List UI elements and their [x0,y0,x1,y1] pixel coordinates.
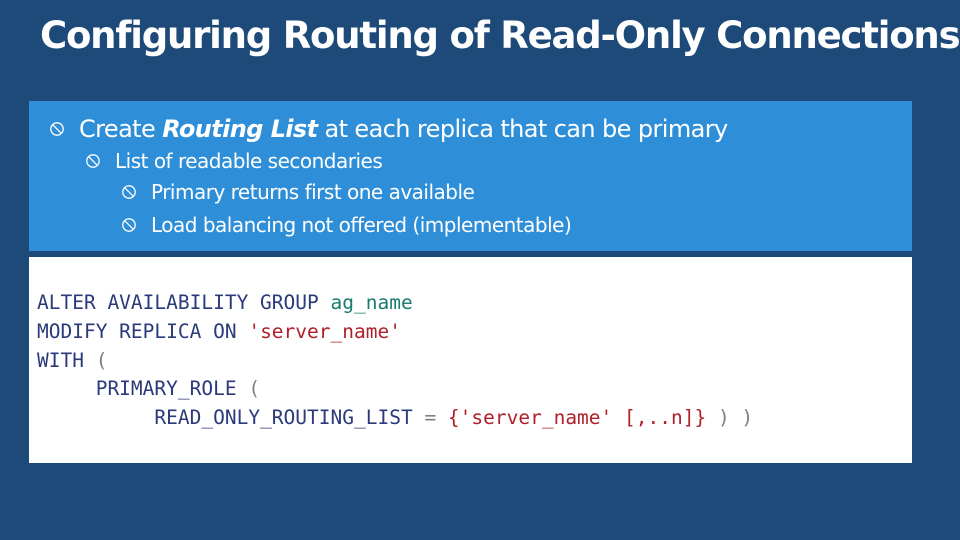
slide-title: Configuring Routing of Read-Only Connect… [40,14,960,57]
code-line: READ_ONLY_ROUTING_LIST = {'server_name' … [154,406,754,430]
code-line: WITH ( [37,348,108,372]
code-line: PRIMARY_ROLE ( [95,377,261,401]
code-line: ALTER AVAILABILITY GROUP ag_name [37,291,413,314]
bullet-level3: Primary returns first one available [121,180,475,204]
circle-slash-icon [86,154,100,168]
circle-slash-icon [50,122,64,136]
bullet-level2: List of readable secondaries [85,149,383,173]
bullet-level3: Load balancing not offered (implementabl… [121,213,572,237]
bullet-text: Create Routing List at each replica that… [79,115,728,143]
emphasis-routing-list: Routing List [162,115,318,143]
bullet-panel: Create Routing List at each replica that… [29,101,912,251]
bullet-text: Load balancing not offered (implementabl… [151,213,572,237]
bullet-text: List of readable secondaries [115,149,383,173]
circle-slash-icon [122,185,136,199]
bullet-level1: Create Routing List at each replica that… [49,115,728,143]
code-listing: ALTER AVAILABILITY GROUP ag_name MODIFY … [37,289,753,433]
code-line: MODIFY REPLICA ON 'server_name' [37,319,401,343]
bullet-text: Primary returns first one available [151,180,475,204]
circle-slash-icon [122,218,136,232]
code-block: ALTER AVAILABILITY GROUP ag_name MODIFY … [29,257,912,463]
